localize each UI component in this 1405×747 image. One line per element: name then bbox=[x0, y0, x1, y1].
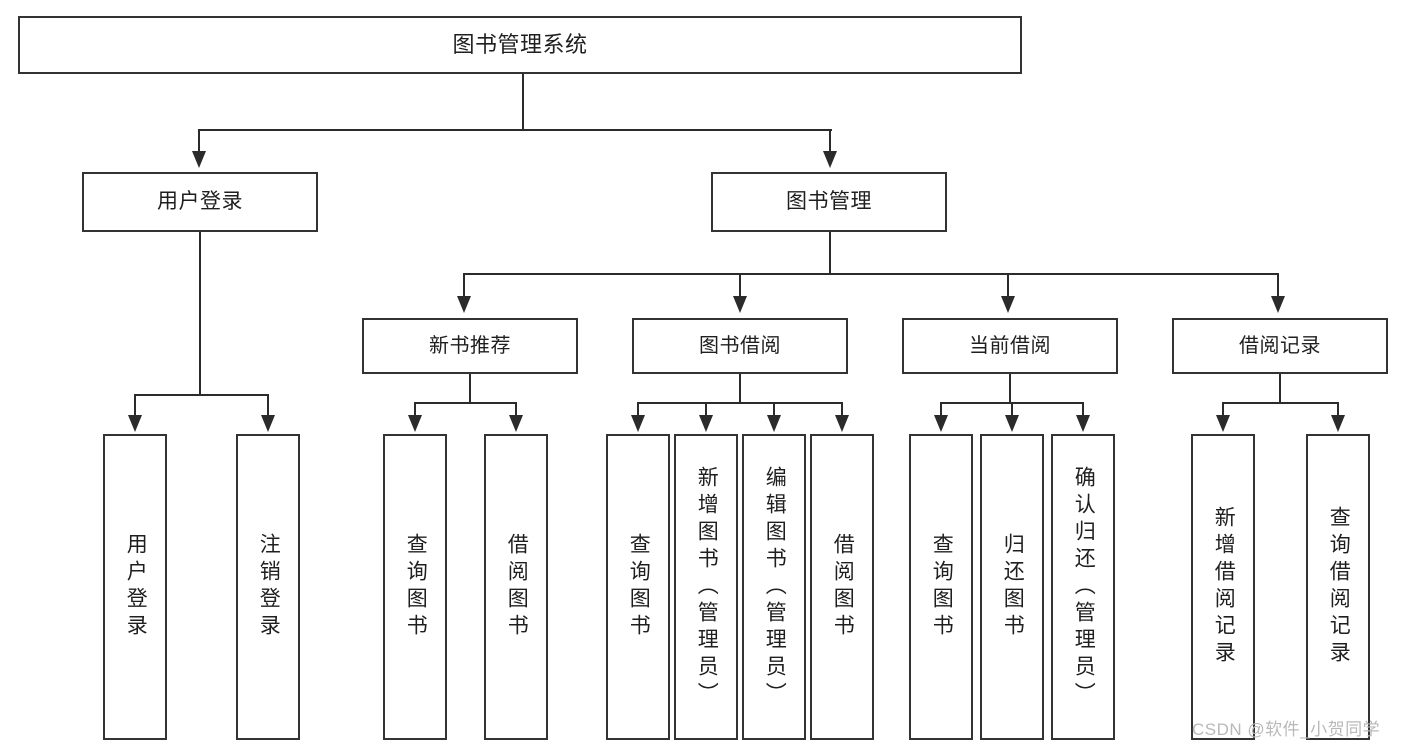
arrowhead-leaf-cb-1 bbox=[934, 415, 948, 432]
node-label: 新增图书（管理员） bbox=[695, 465, 719, 709]
leaf-query-book-borrow[interactable]: 查询图书 bbox=[606, 434, 670, 740]
connector-drop-leaf-user-login-2 bbox=[267, 394, 269, 418]
leaf-edit-book-admin[interactable]: 编辑图书（管理员） bbox=[742, 434, 806, 740]
leaf-query-borrow-record[interactable]: 查询借阅记录 bbox=[1306, 434, 1370, 740]
leaf-borrow-book[interactable]: 借阅图书 bbox=[810, 434, 874, 740]
leaf-add-borrow-record[interactable]: 新增借阅记录 bbox=[1191, 434, 1255, 740]
node-label: 用户登录 bbox=[124, 533, 148, 641]
connector-current-borrow-stem bbox=[1009, 374, 1011, 403]
connector-drop-leaf-cb-2 bbox=[1011, 402, 1013, 418]
connector-user-login-stem bbox=[199, 232, 201, 395]
connector-drop-leaf-bb-4 bbox=[841, 402, 843, 418]
leaf-confirm-return-admin[interactable]: 确认归还（管理员） bbox=[1051, 434, 1115, 740]
connector-borrow-record-stem bbox=[1279, 374, 1281, 403]
arrowhead-leaf-cb-2 bbox=[1005, 415, 1019, 432]
node-label: 当前借阅 bbox=[969, 334, 1051, 357]
node-borrow-record[interactable]: 借阅记录 bbox=[1172, 318, 1388, 374]
node-label: 查询图书 bbox=[930, 533, 954, 641]
connector-new-book-stem bbox=[469, 374, 471, 403]
connector-drop-leaf-br-2 bbox=[1337, 402, 1339, 418]
connector-drop-book-borrow bbox=[739, 273, 741, 299]
connector-root-bar bbox=[198, 129, 832, 131]
arrowhead-book-borrow bbox=[733, 296, 747, 313]
arrowhead-leaf-bb-3 bbox=[767, 415, 781, 432]
leaf-query-book-recommend[interactable]: 查询图书 bbox=[383, 434, 447, 740]
node-user-login[interactable]: 用户登录 bbox=[82, 172, 318, 232]
node-label: 图书借阅 bbox=[699, 334, 781, 357]
node-book-borrow[interactable]: 图书借阅 bbox=[632, 318, 848, 374]
node-label: 借阅图书 bbox=[505, 533, 529, 641]
connector-drop-leaf-bb-2 bbox=[705, 402, 707, 418]
connector-user-login-bar bbox=[134, 394, 268, 396]
node-label: 归还图书 bbox=[1001, 533, 1025, 641]
connector-new-book-bar bbox=[414, 402, 516, 404]
node-label: 新增借阅记录 bbox=[1212, 506, 1236, 668]
connector-drop-borrow-record bbox=[1277, 273, 1279, 299]
connector-drop-new-book bbox=[463, 273, 465, 299]
leaf-logout[interactable]: 注销登录 bbox=[236, 434, 300, 740]
node-new-book-recommend[interactable]: 新书推荐 bbox=[362, 318, 578, 374]
leaf-add-book-admin[interactable]: 新增图书（管理员） bbox=[674, 434, 738, 740]
node-label: 查询借阅记录 bbox=[1327, 506, 1351, 668]
node-label: 注销登录 bbox=[257, 533, 281, 641]
connector-drop-leaf-bb-1 bbox=[637, 402, 639, 418]
leaf-query-book-current[interactable]: 查询图书 bbox=[909, 434, 973, 740]
connector-book-management-bar bbox=[463, 273, 1277, 275]
arrowhead-book-management bbox=[823, 151, 837, 168]
node-label: 图书管理系统 bbox=[452, 32, 588, 58]
arrowhead-leaf-user-login-1 bbox=[128, 415, 142, 432]
leaf-user-login[interactable]: 用户登录 bbox=[103, 434, 167, 740]
connector-root-stem bbox=[522, 74, 524, 130]
arrowhead-leaf-user-login-2 bbox=[261, 415, 275, 432]
arrowhead-leaf-cb-3 bbox=[1076, 415, 1090, 432]
arrowhead-leaf-bb-4 bbox=[835, 415, 849, 432]
arrowhead-leaf-br-1 bbox=[1216, 415, 1230, 432]
arrowhead-leaf-nb-1 bbox=[408, 415, 422, 432]
node-label: 新书推荐 bbox=[429, 334, 511, 357]
connector-drop-leaf-nb-1 bbox=[414, 402, 416, 418]
node-label: 用户登录 bbox=[157, 189, 243, 213]
connector-drop-book-management bbox=[829, 129, 831, 154]
arrowhead-current-borrow bbox=[1001, 296, 1015, 313]
connector-drop-leaf-user-login-1 bbox=[134, 394, 136, 418]
connector-book-borrow-stem bbox=[739, 374, 741, 403]
arrowhead-leaf-nb-2 bbox=[509, 415, 523, 432]
node-label: 图书管理 bbox=[786, 189, 872, 213]
node-label: 编辑图书（管理员） bbox=[763, 465, 787, 709]
connector-drop-leaf-cb-3 bbox=[1082, 402, 1084, 418]
node-label: 查询图书 bbox=[627, 533, 651, 641]
node-label: 借阅记录 bbox=[1239, 334, 1321, 357]
connector-drop-leaf-cb-1 bbox=[940, 402, 942, 418]
connector-drop-current-borrow bbox=[1007, 273, 1009, 299]
leaf-borrow-book-recommend[interactable]: 借阅图书 bbox=[484, 434, 548, 740]
connector-book-borrow-bar bbox=[637, 402, 843, 404]
leaf-return-book[interactable]: 归还图书 bbox=[980, 434, 1044, 740]
node-label: 借阅图书 bbox=[831, 533, 855, 641]
node-label: 确认归还（管理员） bbox=[1072, 465, 1096, 709]
node-current-borrow[interactable]: 当前借阅 bbox=[902, 318, 1118, 374]
connector-book-management-stem bbox=[829, 232, 831, 274]
node-book-management[interactable]: 图书管理 bbox=[711, 172, 947, 232]
arrowhead-borrow-record bbox=[1271, 296, 1285, 313]
arrowhead-leaf-br-2 bbox=[1331, 415, 1345, 432]
node-label: 查询图书 bbox=[404, 533, 428, 641]
connector-drop-leaf-bb-3 bbox=[773, 402, 775, 418]
connector-borrow-record-bar bbox=[1222, 402, 1338, 404]
connector-drop-user-login bbox=[198, 129, 200, 154]
arrowhead-new-book bbox=[457, 296, 471, 313]
connector-drop-leaf-br-1 bbox=[1222, 402, 1224, 418]
arrowhead-leaf-bb-2 bbox=[699, 415, 713, 432]
arrowhead-user-login bbox=[192, 151, 206, 168]
connector-drop-leaf-nb-2 bbox=[515, 402, 517, 418]
node-book-management-system[interactable]: 图书管理系统 bbox=[18, 16, 1022, 74]
arrowhead-leaf-bb-1 bbox=[631, 415, 645, 432]
